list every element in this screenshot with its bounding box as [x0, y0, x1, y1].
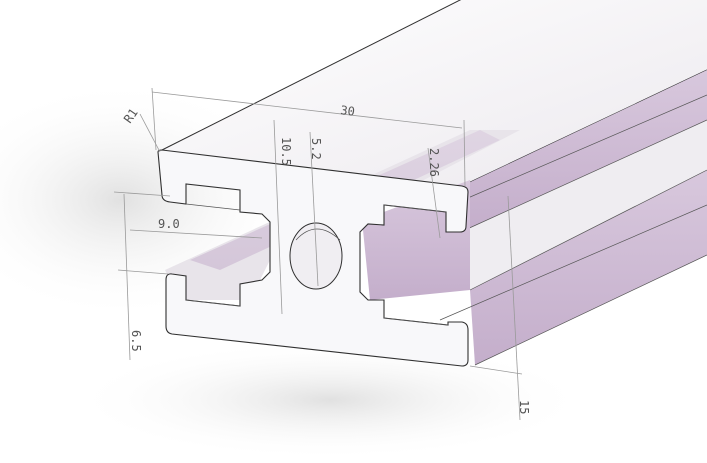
dim-slot-depth-line: [273, 119, 283, 315]
dim-radius-leader: [139, 113, 161, 153]
right-mid-rail: [465, 120, 707, 290]
dim-slot-depth-label: 10.5: [279, 137, 293, 166]
dim-width-ext-right: [463, 119, 466, 187]
dim-height-ext-bottom: [469, 365, 523, 375]
dim-slot-opening-line: [129, 229, 263, 239]
center-hole: [289, 222, 343, 290]
right-lower-slot-face: [470, 170, 707, 365]
front-inner-4: [383, 317, 449, 326]
dim-width-ext-left: [151, 87, 157, 151]
dim-width-label: 30: [340, 103, 356, 119]
front-inner-2: [383, 204, 447, 213]
dim-web-line-ext-top: [113, 191, 171, 197]
dim-hole-line: [309, 131, 319, 287]
dim-lip-line: [427, 147, 441, 239]
center-hole-inner: [295, 228, 341, 241]
rail-line-3: [474, 254, 707, 366]
front-inner-3: [185, 299, 241, 307]
dim-web-line-ext-bottom: [117, 269, 169, 275]
front-inner-1: [185, 203, 241, 211]
top-surface: [158, 0, 707, 186]
dim-web-label: 6.5: [129, 330, 143, 352]
dim-height-label: 15: [517, 400, 531, 414]
dim-radius-label: R1: [121, 106, 141, 126]
rail-line-2: [469, 169, 707, 291]
dim-web-line: [123, 193, 131, 361]
dim-lip-label: 2.26: [427, 148, 441, 177]
rail-line-4: [439, 94, 707, 211]
rail-line-5: [439, 204, 707, 321]
rail-line-1: [464, 119, 707, 231]
dim-height-line: [507, 195, 521, 421]
dim-width-line: [151, 91, 463, 129]
dim-slot-opening-label: 9.0: [158, 217, 180, 231]
right-upper-slot-face: [462, 70, 707, 230]
dim-hole-label: 5.2: [309, 138, 323, 160]
background-shadow-lower: [70, 340, 590, 460]
top-far-edge: [157, 0, 462, 153]
